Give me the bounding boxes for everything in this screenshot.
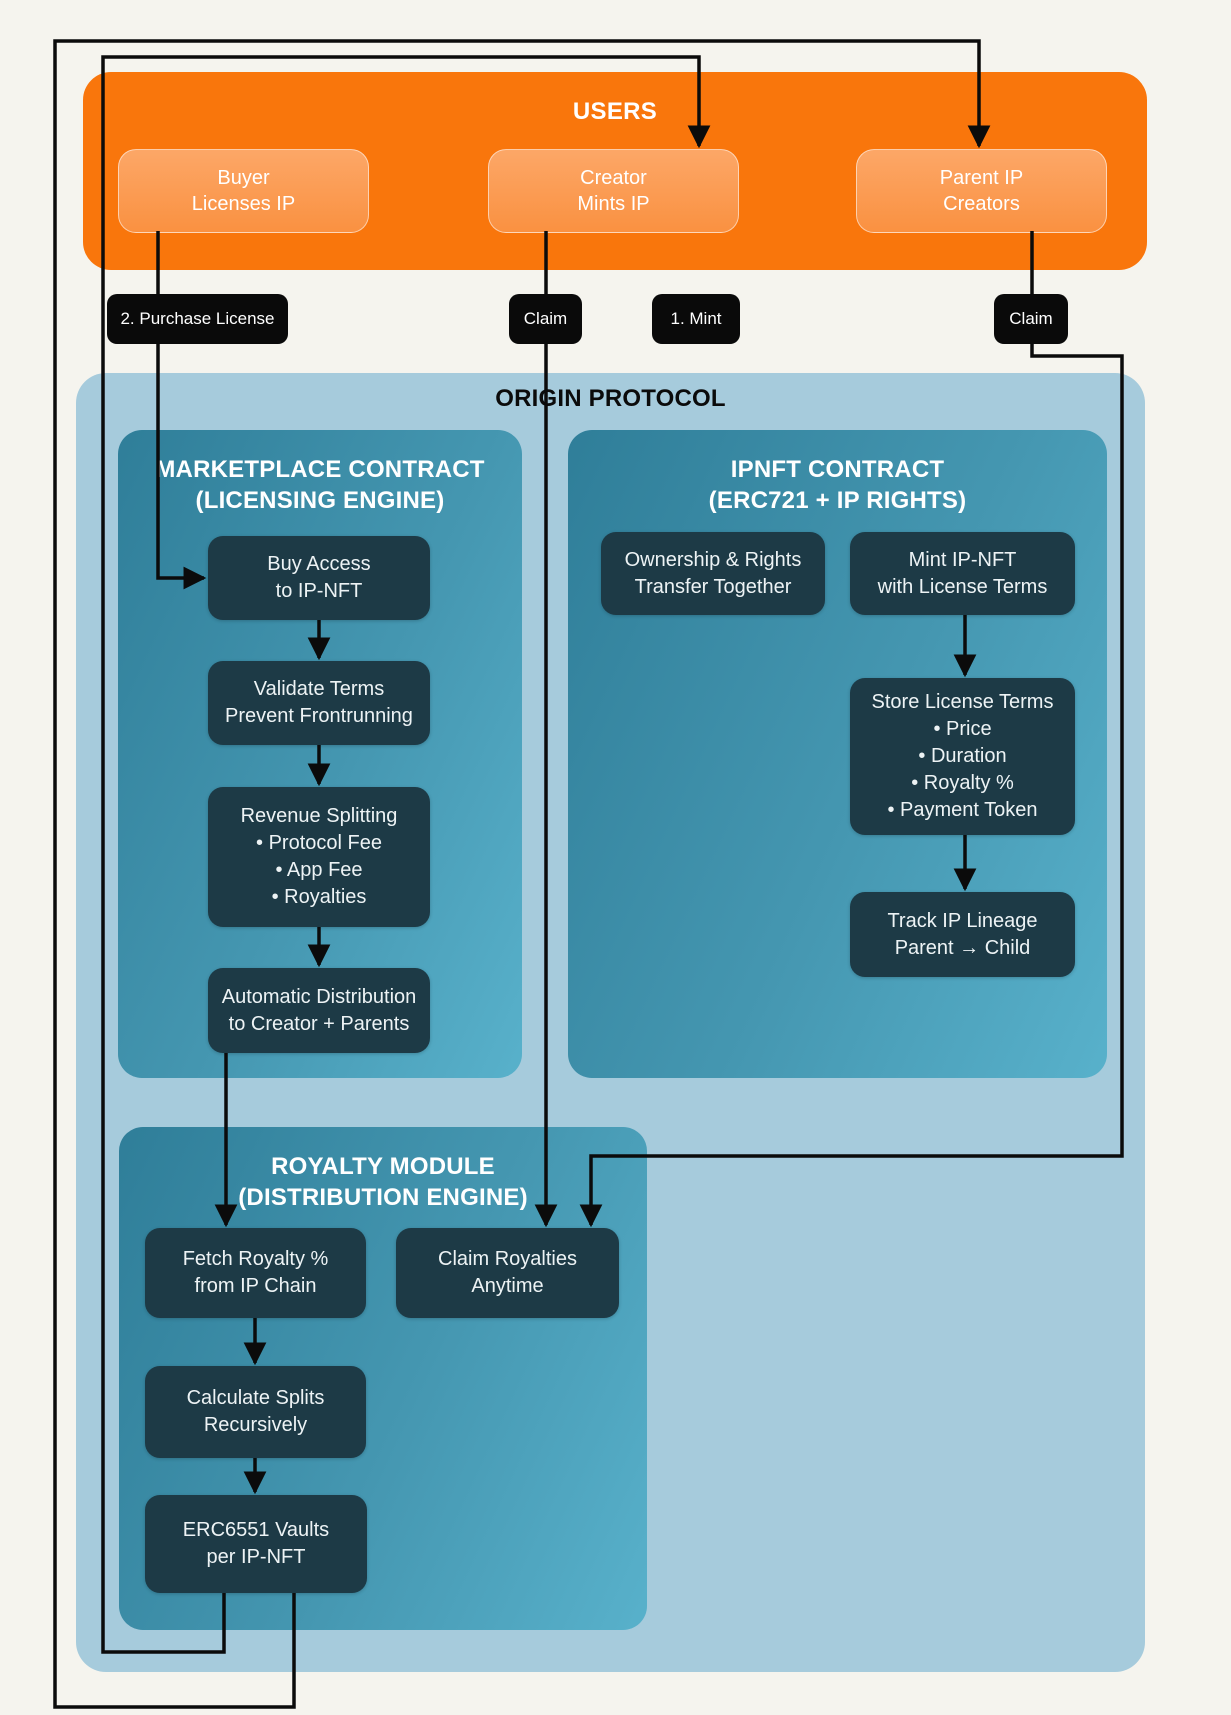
- ipnft-title-line1: IPNFT CONTRACT: [730, 456, 945, 483]
- node-calc-line1: Calculate Splits: [186, 1387, 325, 1409]
- node-validate-terms: Validate Terms Prevent Frontrunning: [208, 661, 430, 745]
- node-erc6551-vaults: ERC6551 Vaults per IP-NFT: [145, 1495, 367, 1593]
- node-revenue-splitting: Revenue Splitting • Protocol Fee • App F…: [208, 787, 430, 927]
- user-box-buyer: Buyer Licenses IP: [118, 149, 369, 233]
- node-ownership-line1: Ownership & Rights: [624, 548, 802, 571]
- node-buy-access-line1: Buy Access: [267, 553, 371, 575]
- flow-label-claim-parent: Claim: [994, 294, 1068, 344]
- node-vaults-line1: ERC6551 Vaults: [182, 1519, 330, 1541]
- node-validate-terms-line1: Validate Terms: [253, 678, 385, 700]
- flow-label-purchase-license: 2. Purchase License: [107, 294, 288, 344]
- marketplace-title: MARKETPLACE CONTRACT (LICENSING ENGINE): [118, 454, 522, 516]
- user-box-buyer-line2: Licenses IP: [191, 193, 296, 215]
- origin-protocol-title: ORIGIN PROTOCOL: [495, 385, 726, 412]
- node-store-line1: Store License Terms: [871, 691, 1054, 713]
- node-store-line4: • Royalty %: [911, 772, 1014, 794]
- node-automatic-distribution: Automatic Distribution to Creator + Pare…: [208, 968, 430, 1053]
- node-fetch-royalty: Fetch Royalty % from IP Chain: [145, 1228, 366, 1318]
- node-track-lineage: Track IP Lineage Parent → Child: [850, 892, 1075, 977]
- user-box-parent-line2: Creators: [943, 193, 1020, 215]
- node-fetch-line2: from IP Chain: [194, 1275, 317, 1297]
- node-validate-terms-line2: Prevent Frontrunning: [225, 705, 413, 727]
- node-calc-line2: Recursively: [203, 1414, 308, 1436]
- node-track-line1: Track IP Lineage: [887, 909, 1038, 932]
- user-box-creator: Creator Mints IP: [488, 149, 739, 233]
- node-mint-ipnft: Mint IP-NFT with License Terms: [850, 532, 1075, 615]
- node-auto-line1: Automatic Distribution: [221, 985, 417, 1008]
- flow-label-claim-creator: Claim: [509, 294, 582, 344]
- node-buy-access: Buy Access to IP-NFT: [208, 536, 430, 620]
- node-fetch-line1: Fetch Royalty %: [182, 1248, 329, 1270]
- node-revenue-line2: • Protocol Fee: [256, 832, 382, 854]
- user-box-parent-line1: Parent IP: [939, 167, 1024, 189]
- node-store-license-terms: Store License Terms • Price • Duration •…: [850, 678, 1075, 835]
- node-calculate-splits: Calculate Splits Recursively: [145, 1366, 366, 1458]
- node-store-line5: • Payment Token: [887, 799, 1038, 821]
- node-revenue-line4: • Royalties: [271, 886, 367, 908]
- royalty-title-line1: ROYALTY MODULE: [271, 1153, 495, 1180]
- user-box-creator-line2: Mints IP: [577, 193, 650, 215]
- node-vaults-line2: per IP-NFT: [206, 1546, 306, 1568]
- node-revenue-line1: Revenue Splitting: [240, 805, 398, 827]
- user-box-parent: Parent IP Creators: [856, 149, 1107, 233]
- ipnft-title-line2: (ERC721 + IP RIGHTS): [708, 487, 967, 514]
- node-track-line2: Parent → Child: [894, 936, 1031, 959]
- users-banner: USERS Buyer Licenses IP Creator Mints IP…: [83, 72, 1147, 270]
- node-store-line2: • Price: [933, 718, 992, 740]
- node-store-line3: • Duration: [918, 745, 1007, 767]
- node-ownership-line2: Transfer Together: [634, 575, 792, 598]
- flow-label-mint: 1. Mint: [652, 294, 740, 344]
- node-mint-line2: with License Terms: [877, 575, 1048, 598]
- ipnft-title: IPNFT CONTRACT (ERC721 + IP RIGHTS): [568, 454, 1107, 516]
- marketplace-title-line1: MARKETPLACE CONTRACT: [155, 456, 485, 483]
- user-box-creator-line1: Creator: [580, 167, 647, 189]
- node-claim-line1: Claim Royalties: [438, 1248, 577, 1270]
- user-box-buyer-line1: Buyer: [217, 167, 270, 189]
- node-claim-line2: Anytime: [471, 1275, 544, 1297]
- node-buy-access-line2: to IP-NFT: [275, 580, 363, 602]
- marketplace-title-line2: (LICENSING ENGINE): [195, 487, 445, 514]
- node-mint-line1: Mint IP-NFT: [908, 548, 1017, 571]
- royalty-title-line2: (DISTRIBUTION ENGINE): [238, 1184, 528, 1211]
- node-auto-line2: to Creator + Parents: [228, 1012, 410, 1035]
- node-ownership-rights: Ownership & Rights Transfer Together: [601, 532, 825, 615]
- node-claim-royalties: Claim Royalties Anytime: [396, 1228, 619, 1318]
- users-banner-title: USERS: [572, 98, 658, 125]
- node-revenue-line3: • App Fee: [275, 859, 363, 881]
- royalty-title: ROYALTY MODULE (DISTRIBUTION ENGINE): [119, 1151, 647, 1213]
